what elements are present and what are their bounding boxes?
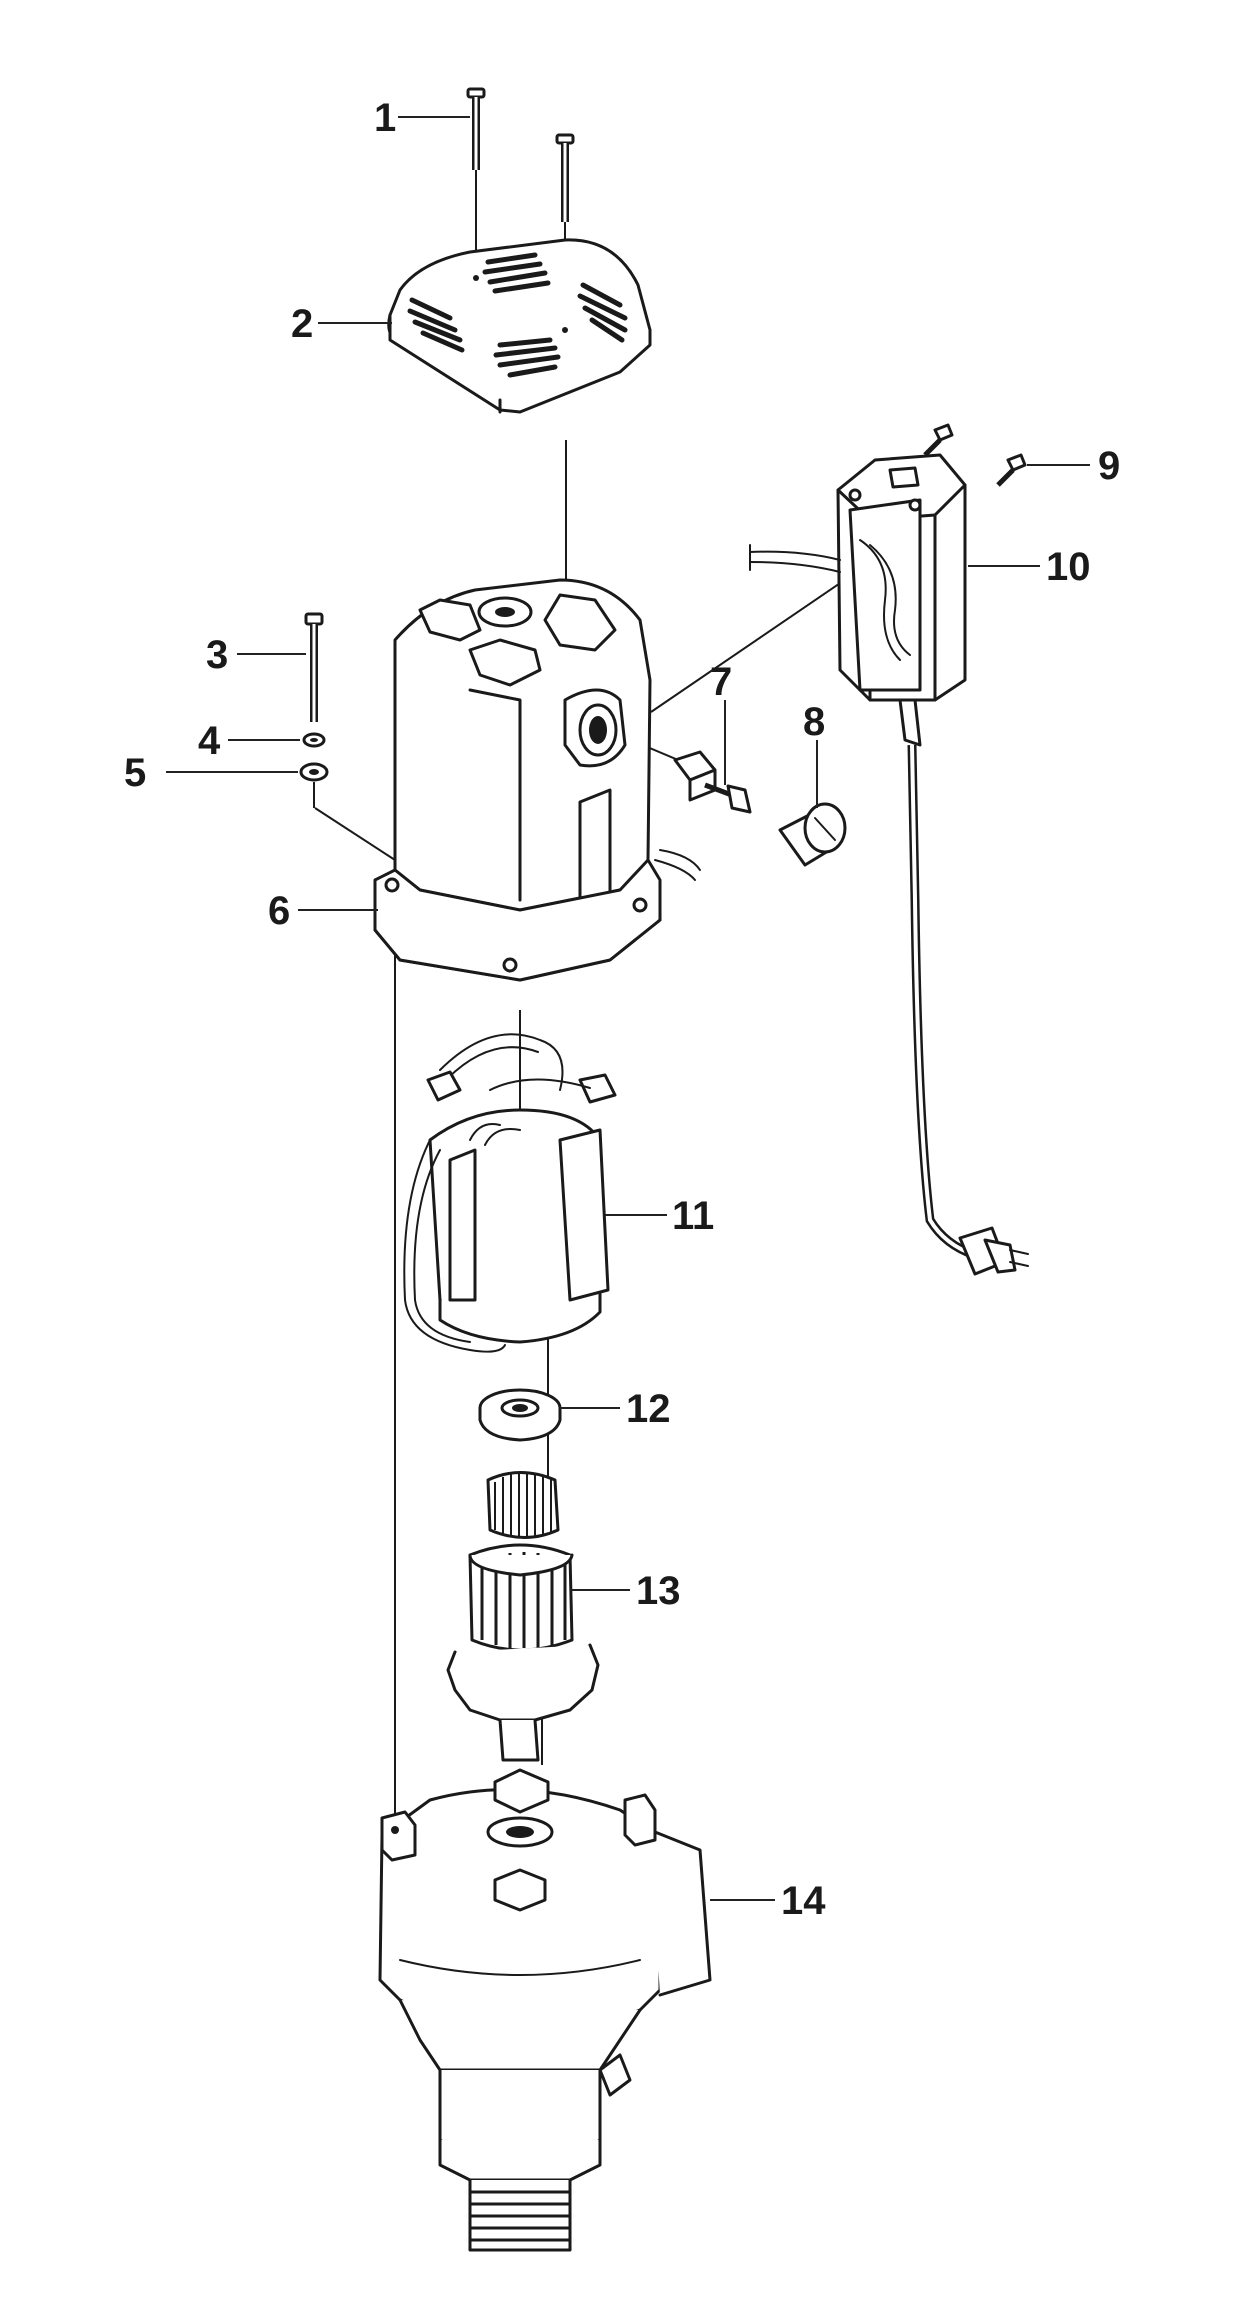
callout-2: 2 [291, 302, 313, 346]
callout-1: 1 [374, 96, 396, 140]
callout-7: 7 [710, 660, 732, 704]
callout-leaders [166, 116, 1090, 1901]
callout-4: 4 [198, 719, 221, 763]
screw-icon [923, 423, 1027, 487]
switch-box-icon [749, 453, 1029, 1276]
bearing-icon [478, 1388, 562, 1442]
callout-5: 5 [124, 751, 146, 795]
cap-icon [778, 740, 847, 867]
housing-icon [373, 578, 701, 982]
callout-6: 6 [268, 889, 290, 933]
stator-icon [403, 1033, 617, 1353]
callout-14: 14 [781, 1879, 826, 1923]
bolt-icon [304, 612, 324, 722]
callout-11: 11 [672, 1194, 714, 1238]
gear-case-icon [378, 1768, 712, 2252]
armature-icon [446, 1471, 600, 1762]
callout-9: 9 [1098, 444, 1120, 488]
callout-12: 12 [626, 1387, 671, 1431]
callout-10: 10 [1046, 545, 1091, 589]
washer-icon [302, 732, 326, 748]
callout-3: 3 [206, 633, 228, 677]
callout-labels: 1 2 3 4 5 6 7 8 9 10 11 12 13 14 [124, 96, 1120, 1923]
callout-13: 13 [636, 1569, 681, 1613]
brush-icon [673, 700, 752, 814]
callout-8: 8 [803, 700, 825, 744]
washer-icon [299, 762, 329, 808]
vented-cover-icon [387, 238, 652, 414]
